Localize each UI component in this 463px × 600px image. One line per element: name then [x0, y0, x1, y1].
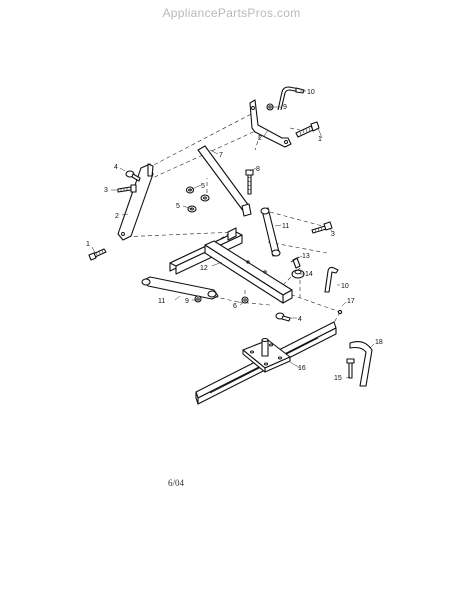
- part-4-lower-clevis-pin: [275, 312, 291, 322]
- part-11-lower-link: [141, 276, 219, 300]
- callout-5-upper: 5: [201, 183, 205, 190]
- callout-7: 7: [219, 152, 223, 159]
- callout-14: 14: [305, 271, 313, 278]
- callout-16: 16: [298, 365, 306, 372]
- callout-4-lower: 4: [298, 316, 302, 323]
- callout-18: 18: [375, 339, 383, 346]
- part-3-right-bolt: [311, 221, 333, 234]
- callout-10-lower: 10: [341, 283, 349, 290]
- part-10-upper-l-pin: [277, 86, 305, 111]
- callout-5-lower: 5: [176, 203, 180, 210]
- callout-17: 17: [347, 298, 355, 305]
- callout-11-right: 11: [282, 223, 289, 230]
- part-18-curved-rod: [349, 341, 373, 387]
- callout-10-upper: 10: [307, 89, 315, 96]
- part-2-upper-bracket: [249, 99, 292, 148]
- callout-6-lower: 6: [233, 303, 237, 310]
- callout-leader-lines: [91, 90, 375, 379]
- callout-12: 12: [200, 265, 208, 272]
- callout-11-lower: 11: [158, 298, 165, 305]
- part-17-small-pin: [337, 309, 343, 315]
- part-12-main-frame: [169, 227, 293, 304]
- assembly-guide-lines: [119, 111, 341, 331]
- part-2-left-link-arm: [117, 163, 154, 241]
- callout-1-left: 1: [86, 241, 90, 248]
- part-8-bolt: [245, 169, 254, 195]
- callout-9-upper: 9: [283, 104, 287, 111]
- part-4-upper-clevis-pin: [125, 170, 141, 182]
- part-5-upper-nut: [200, 194, 210, 202]
- callout-9-lower: 9: [185, 298, 189, 305]
- part-15-bolt: [346, 358, 355, 379]
- part-9-lower-nut: [194, 295, 202, 303]
- callout-3-left: 3: [104, 187, 108, 194]
- callout-15: 15: [334, 375, 342, 382]
- part-16-rail-and-plate: [195, 321, 337, 405]
- callout-13: 13: [302, 253, 310, 260]
- callout-2-upper: 2: [258, 135, 262, 142]
- part-3-left-bolt: [117, 184, 137, 193]
- callout-2-left: 2: [115, 213, 119, 220]
- part-1-left-bolt: [88, 248, 107, 261]
- part-11-right-link-bar: [260, 207, 281, 257]
- callout-3-right: 3: [331, 231, 335, 238]
- date-code: 6/04: [168, 478, 185, 488]
- site-watermark: AppliancePartsPros.com: [162, 6, 301, 20]
- part-6-lower-nut: [241, 296, 249, 304]
- part-7-angled-strut: [197, 145, 252, 217]
- callout-1-upper: 1: [318, 136, 322, 143]
- callout-labels: 10 9 1 2 7 8 4 5 3 5 2 1 11 3 13 12 14 1…: [86, 89, 383, 382]
- callout-8: 8: [256, 166, 260, 173]
- part-10-lower-l-pin: [324, 266, 339, 293]
- part-1-upper-bolt: [295, 121, 320, 138]
- callout-4-upper: 4: [114, 164, 118, 171]
- part-13-pin: [290, 256, 301, 269]
